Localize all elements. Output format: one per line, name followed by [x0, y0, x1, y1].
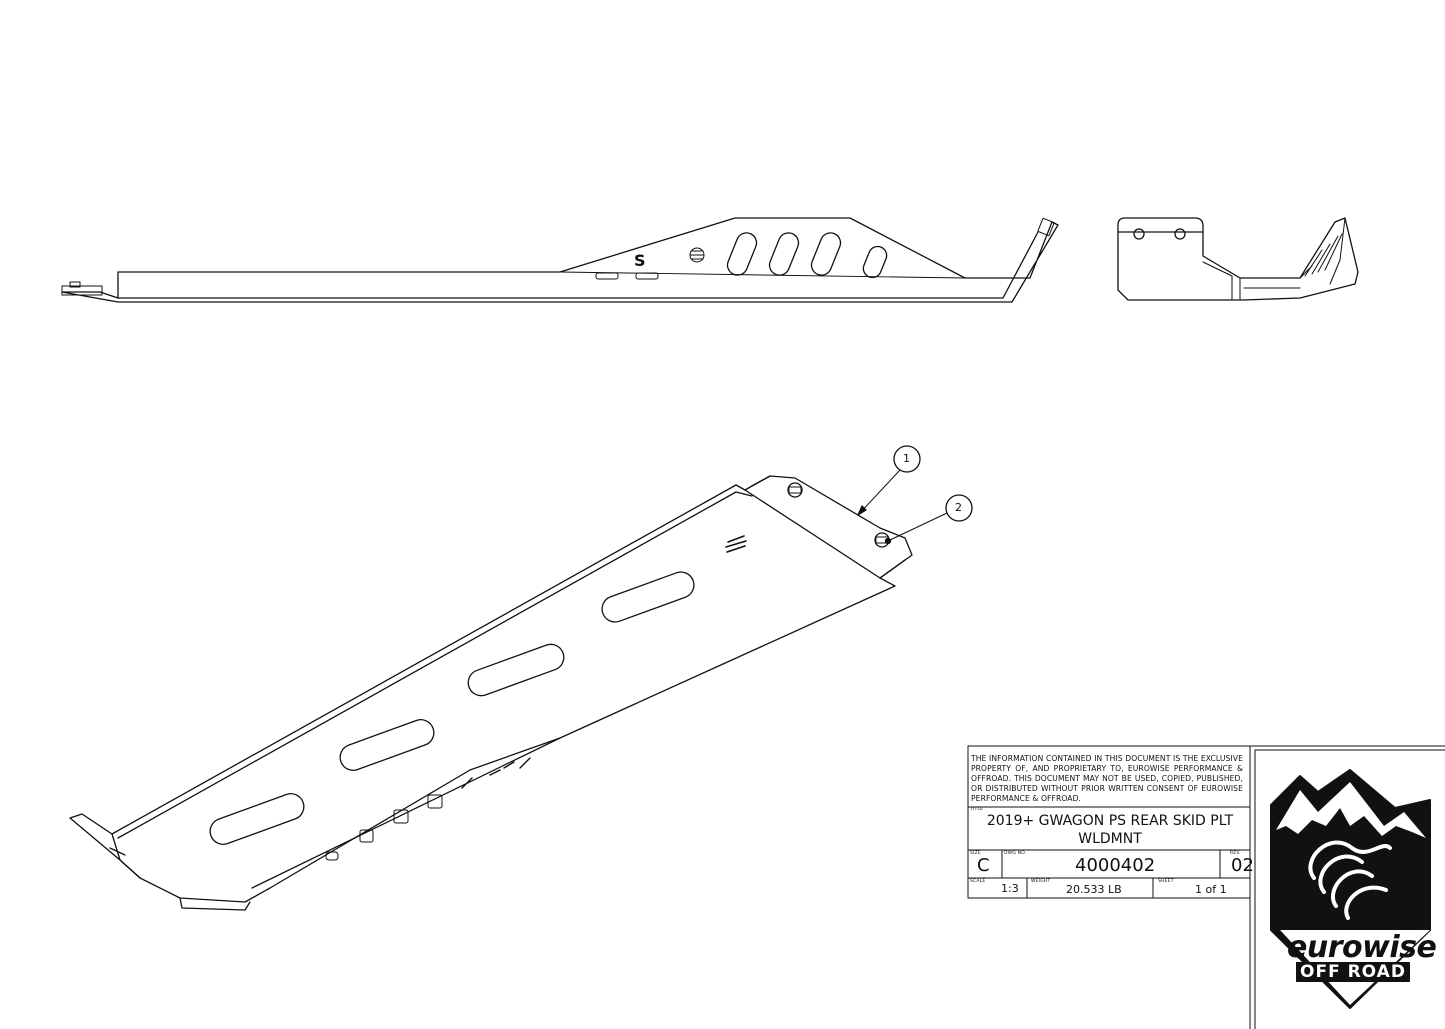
balloon-2-label: 2: [955, 501, 962, 514]
size-label: SIZE: [970, 851, 981, 856]
proprietary-notice: THE INFORMATION CONTAINED IN THIS DOCUME…: [971, 754, 1243, 803]
weight-value: 20.533 LB: [1066, 883, 1122, 896]
drawing-title-line1: 2019+ GWAGON PS REAR SKID PLT: [986, 813, 1234, 829]
balloon-1: [857, 445, 921, 516]
dwg-no-value: 4000402: [1075, 855, 1156, 876]
logo-brand-text: eurowise: [1287, 930, 1437, 965]
weight-label: WEIGHT: [1031, 879, 1051, 884]
end-view: [1117, 217, 1359, 301]
size-value: C: [977, 855, 990, 876]
mountain-icon: [1276, 782, 1426, 838]
scale-label: SCALE: [970, 879, 986, 884]
drawing-title-line2: WLDMNT: [1078, 831, 1142, 847]
balloon-2: [884, 494, 973, 545]
drawing-title: 2019+ GWAGON PS REAR SKID PLT WLDMNT: [970, 812, 1250, 848]
side-view: S: [61, 217, 1059, 303]
rev-label: REV.: [1230, 851, 1241, 856]
scale-value: 1:3: [1001, 882, 1019, 895]
rev-value: 02: [1231, 855, 1254, 876]
title-label: TITLE: [970, 807, 984, 812]
logo-sub-text: OFF ROAD: [1296, 962, 1410, 982]
balloon-1-label: 1: [903, 452, 910, 465]
svg-text:S: S: [634, 251, 646, 270]
sheet-label: SHEET: [1158, 879, 1174, 884]
title-block-frame: [967, 745, 1445, 1029]
dwg-no-label: DWG NO.: [1004, 851, 1027, 856]
isometric-view: [69, 475, 913, 911]
sheet-value: 1 of 1: [1195, 883, 1227, 896]
